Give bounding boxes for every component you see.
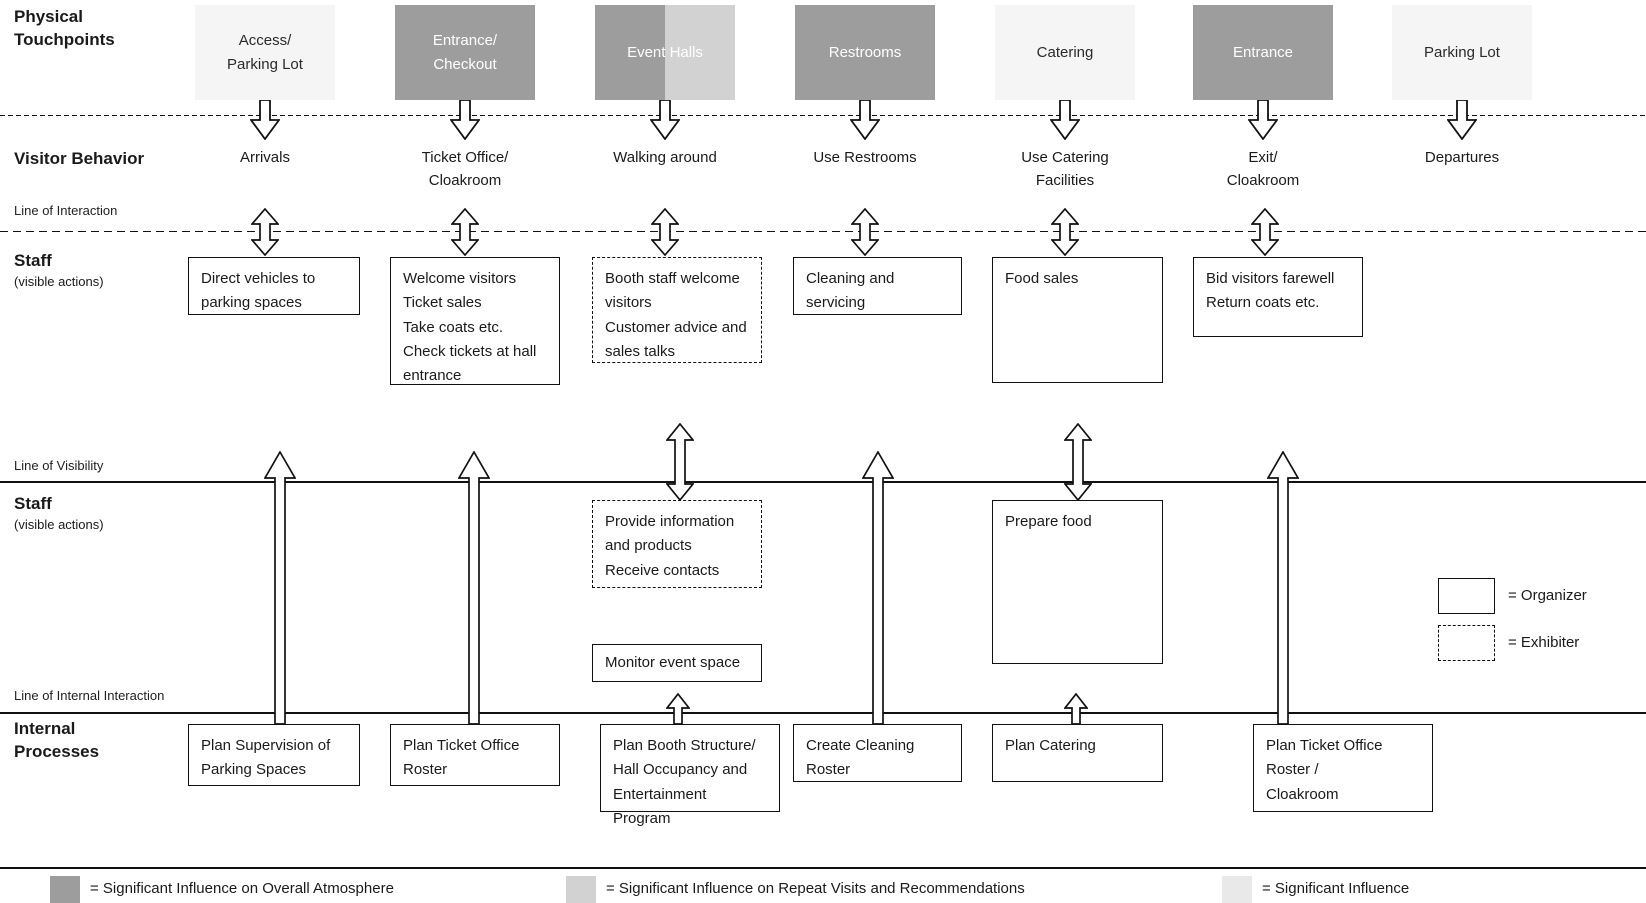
tall-up-arrow-icon [264, 451, 296, 725]
behavior-departures: Departures [1424, 149, 1500, 166]
line-of-interaction [0, 231, 1646, 233]
touchpoint-event-halls: Event Halls [595, 5, 735, 100]
legend-exhibiter-swatch [1438, 625, 1495, 661]
label-line-of-visibility: Line of Visibility [14, 458, 104, 473]
legend-organizer-swatch [1438, 578, 1495, 614]
legend-organizer-label: = Organizer [1508, 587, 1587, 604]
behavior-walking-around: Walking around [613, 149, 717, 166]
tall-up-arrow-icon [862, 451, 894, 725]
legend-separator-line [0, 867, 1646, 869]
down-arrow-icon [1050, 100, 1080, 140]
tall-up-arrow-icon [1267, 451, 1299, 725]
internal-box-plan-ticket-office-cloakroom: Plan Ticket Office Roster / Cloakroom [1253, 724, 1433, 812]
row-label-staff-back-sub: (visible actions) [14, 517, 104, 532]
behavior-arrivals: Arrivals [239, 149, 290, 166]
touchpoint-entrance-checkout: Entrance/ Checkout [395, 5, 535, 100]
touchpoint-parking-lot: Parking Lot [1392, 5, 1532, 100]
down-arrow-icon [1447, 100, 1477, 140]
down-arrow-icon [450, 100, 480, 140]
double-arrow-icon [451, 208, 479, 256]
internal-box-plan-booth-structure: Plan Booth Structure/ Hall Occupancy and… [600, 724, 780, 827]
row-label-internal-processes: Internal Processes [14, 719, 100, 761]
internal-box-plan-ticket-office-roster: Plan Ticket Office Roster [390, 724, 560, 786]
staff-box-farewell: Bid visitors farewell Return coats etc. [1193, 257, 1363, 337]
row-label-staff-back: Staff [14, 494, 52, 513]
down-arrow-icon [650, 100, 680, 140]
double-arrow-icon [1251, 208, 1279, 256]
staff-box-welcome-visitors: Welcome visitors Ticket sales Take coats… [390, 257, 560, 385]
backstage-box-prepare-food: Prepare food [992, 500, 1163, 664]
small-up-arrow-icon [1064, 693, 1088, 724]
tall-up-arrow-icon [458, 451, 490, 725]
touchpoint-separator-line [0, 115, 1646, 117]
staff-box-cleaning: Cleaning and servicing [793, 257, 962, 315]
line-of-internal-interaction [0, 712, 1646, 714]
backstage-box-monitor-event-space: Monitor event space [592, 644, 762, 682]
down-arrow-icon [250, 100, 280, 140]
touchpoint-catering: Catering [995, 5, 1135, 100]
internal-box-plan-catering: Plan Catering [992, 724, 1163, 782]
legend-overall-atmosphere-label: = Significant Influence on Overall Atmos… [90, 880, 394, 897]
touchpoint-restrooms: Restrooms [795, 5, 935, 100]
staff-box-booth-staff: Booth staff welcome visitors Customer ad… [592, 257, 762, 363]
double-arrow-icon [1064, 423, 1092, 501]
behavior-use-restrooms: Use Restrooms [813, 149, 917, 166]
legend-dark-gray-swatch [50, 876, 80, 903]
double-arrow-icon [1051, 208, 1079, 256]
row-label-physical-touchpoints: Physical Touchpoints [14, 7, 115, 49]
behavior-use-catering: Use Catering Facilities [1021, 149, 1109, 190]
touchpoint-entrance: Entrance [1193, 5, 1333, 100]
legend-significant-influence-label: = Significant Influence [1262, 880, 1410, 897]
legend-pale-gray-swatch [1222, 876, 1252, 903]
behavior-ticket-office: Ticket Office/ Cloakroom [421, 149, 509, 190]
double-arrow-icon [651, 208, 679, 256]
legend-exhibiter-label: = Exhibiter [1508, 634, 1580, 651]
double-arrow-icon [666, 423, 694, 501]
backstage-box-provide-information: Provide information and products Receive… [592, 500, 762, 588]
row-label-staff-front: Staff [14, 251, 52, 270]
behavior-exit-cloakroom: Exit/ Cloakroom [1226, 149, 1300, 190]
staff-box-food-sales: Food sales [992, 257, 1163, 383]
internal-box-create-cleaning-roster: Create Cleaning Roster [793, 724, 962, 782]
small-up-arrow-icon [666, 693, 690, 724]
legend-repeat-visits-label: = Significant Influence on Repeat Visits… [606, 880, 1025, 897]
label-line-of-internal-interaction: Line of Internal Interaction [14, 688, 165, 703]
staff-box-direct-vehicles: Direct vehicles to parking spaces [188, 257, 360, 315]
legend-mid-gray-swatch [566, 876, 596, 903]
down-arrow-icon [1248, 100, 1278, 140]
line-of-visibility [0, 481, 1646, 483]
row-label-staff-front-sub: (visible actions) [14, 274, 104, 289]
label-line-of-interaction: Line of Interaction [14, 203, 118, 218]
row-label-visitor-behavior: Visitor Behavior [14, 149, 145, 168]
double-arrow-icon [251, 208, 279, 256]
down-arrow-icon [850, 100, 880, 140]
double-arrow-icon [851, 208, 879, 256]
internal-box-plan-parking-supervision: Plan Supervision of Parking Spaces [188, 724, 360, 786]
touchpoint-access-parking-lot: Access/ Parking Lot [195, 5, 335, 100]
